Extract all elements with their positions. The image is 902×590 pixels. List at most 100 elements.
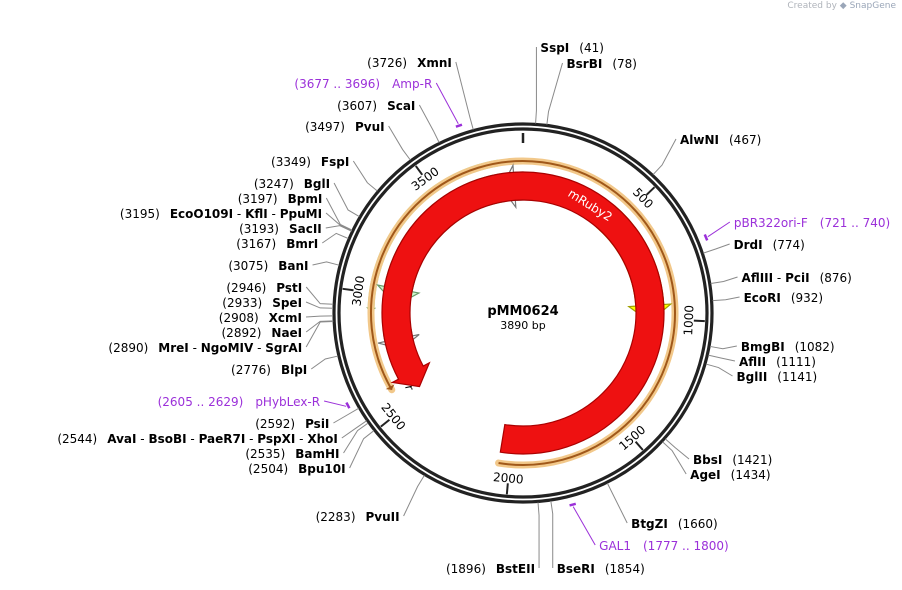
primer-phyblex-r[interactable]: (2605 .. 2629)pHybLex-R (158, 395, 351, 409)
site-coordinate: (3607) (337, 99, 377, 113)
site-label[interactable]: (2504)Bpu10I (248, 462, 345, 476)
site-pvuii[interactable]: (2283)PvuII (316, 475, 425, 524)
site-agei[interactable]: AgeI(1434) (662, 441, 771, 482)
site-spei[interactable]: (2933)SpeI (222, 296, 334, 310)
site-label[interactable]: (3726)XmnI (367, 56, 452, 70)
site-bani[interactable]: (3075)BanI (228, 259, 340, 273)
site-label[interactable]: BsrBI(78) (567, 57, 637, 71)
site-psti[interactable]: (2946)PstI (226, 281, 334, 305)
site-fspi[interactable]: (3349)FspI (271, 155, 378, 192)
site-label[interactable]: BglII(1141) (737, 370, 818, 384)
feature-mruby2-arrow[interactable] (381, 171, 665, 455)
plasmid-length: 3890 bp (500, 319, 545, 332)
site-bpmi[interactable]: (3197)BpmI (238, 192, 353, 231)
site-bseri[interactable]: BseRI(1854) (550, 500, 645, 576)
site-bmgbi[interactable]: BmgBI(1082) (709, 340, 835, 354)
primer-gal1[interactable]: GAL1(1777 .. 1800) (569, 502, 729, 553)
site-bamhi[interactable]: (2535)BamHI (245, 422, 369, 461)
site-avai[interactable]: (2544)AvaI - BsoBI - PaeR7I - PspXI - Xh… (57, 420, 367, 446)
site-label[interactable]: EcoRI(932) (744, 291, 824, 305)
site-bpu10i[interactable]: (2504)Bpu10I (248, 430, 375, 476)
site-label[interactable]: (3195)EcoO109I - KflI - PpuMI (120, 207, 322, 221)
mruby2-orf-arrowhead (385, 384, 395, 390)
site-mrei[interactable]: (2890)MreI - NgoMIV - SgrAI (108, 320, 334, 355)
site-bmri[interactable]: (3167)BmrI (236, 232, 349, 251)
site-label[interactable]: (2535)BamHI (245, 447, 339, 461)
site-coordinate: (3193) (239, 222, 279, 236)
primer-label[interactable]: (2605 .. 2629)pHybLex-R (158, 395, 320, 409)
site-sspi[interactable]: SspI(41) (535, 41, 604, 124)
site-bsteii[interactable]: (1896)BstEII (446, 502, 540, 576)
site-label[interactable]: (3607) ScaI (337, 99, 415, 113)
enzyme-name: PsiI (305, 417, 329, 431)
enzyme-name: AflII (739, 355, 766, 369)
site-label[interactable]: (2890)MreI - NgoMIV - SgrAI (108, 341, 302, 355)
site-label[interactable]: AflIII - PciI(876) (742, 271, 852, 285)
site-label[interactable]: (3349)FspI (271, 155, 349, 169)
site-ecori[interactable]: EcoRI(932) (712, 291, 824, 305)
site-label[interactable]: (3167)BmrI (236, 237, 318, 251)
site-xcmi[interactable]: (2908)XcmI (219, 311, 334, 325)
site-coordinate: (1111) (776, 355, 816, 369)
site-scai[interactable]: (3607) ScaI (337, 99, 440, 143)
site-label[interactable]: DrdI(774) (734, 238, 805, 252)
site-naei[interactable]: (2892)NaeI (222, 320, 334, 340)
site-bbsi[interactable]: BbsI(1421) (664, 438, 772, 467)
primer-label[interactable]: GAL1(1777 .. 1800) (599, 539, 729, 553)
primer-coordinate: (721 .. 740) (820, 216, 890, 230)
primer-amp-r[interactable]: (3677 .. 3696)Amp-R (294, 77, 463, 128)
site-leader-line (535, 47, 537, 124)
site-drdi[interactable]: DrdI(774) (703, 238, 805, 254)
site-label[interactable]: (2776)BlpI (231, 363, 307, 377)
primer-name: pBR322ori-F (734, 216, 808, 230)
site-separator: - (773, 271, 785, 285)
site-label[interactable]: (3075)BanI (228, 259, 308, 273)
tick-mark-2000 (505, 483, 509, 495)
site-label[interactable]: AgeI(1434) (690, 468, 770, 482)
site-label[interactable]: (1896)BstEII (446, 562, 535, 576)
site-aflii[interactable]: AflII (1111) (708, 354, 816, 369)
site-label[interactable]: (3247)BglI (254, 177, 330, 191)
site-label[interactable]: BbsI(1421) (693, 453, 772, 467)
site-ecoo109i[interactable]: (3195)EcoO109I - KflI - PpuMI (120, 207, 352, 232)
enzyme-name: XhoI (307, 432, 338, 446)
primer-pbr322ori-f[interactable]: pBR322ori-F (721 .. 740) (703, 216, 890, 241)
site-afliii[interactable]: AflIII - PciI(876) (710, 271, 852, 285)
site-label[interactable]: AflII (1111) (739, 355, 816, 369)
site-bglii[interactable]: BglII(1141) (705, 363, 818, 384)
site-btgzi[interactable]: BtgZI(1660) (606, 482, 718, 531)
site-label[interactable]: (2908)XcmI (219, 311, 302, 325)
site-label[interactable]: (3193)SacII (239, 222, 322, 236)
site-pvui[interactable]: (3497)PvuI (305, 120, 411, 161)
site-label[interactable]: BmgBI(1082) (741, 340, 835, 354)
site-label[interactable]: (3197)BpmI (238, 192, 323, 206)
site-psii[interactable]: (2592)PsiI (255, 407, 359, 431)
site-label[interactable]: BtgZI(1660) (631, 517, 718, 531)
enzyme-name: SpeI (272, 296, 302, 310)
tick-label-3000: 3000 (350, 275, 368, 307)
site-coordinate: (3197) (238, 192, 278, 206)
site-coordinate: (1434) (731, 468, 771, 482)
site-bgli[interactable]: (3247)BglI (254, 177, 360, 218)
tick-mark-3000 (342, 287, 354, 292)
site-label[interactable]: SspI(41) (540, 41, 603, 55)
site-label[interactable]: (2544)AvaI - BsoBI - PaeR7I - PspXI - Xh… (57, 432, 338, 446)
site-alwni[interactable]: AlwNI(467) (652, 133, 761, 175)
site-label[interactable]: (2892)NaeI (222, 326, 303, 340)
site-label[interactable]: BseRI(1854) (557, 562, 645, 576)
enzyme-name: ScaI (387, 99, 415, 113)
site-leader-line (333, 182, 360, 218)
site-coordinate: (2283) (316, 510, 356, 524)
site-label[interactable]: (2592)PsiI (255, 417, 329, 431)
primer-label[interactable]: pBR322ori-F (721 .. 740) (734, 216, 890, 230)
site-blpi[interactable]: (2776)BlpI (231, 355, 339, 377)
site-label[interactable]: (2283)PvuII (316, 510, 400, 524)
site-label[interactable]: (2946)PstI (226, 281, 302, 295)
site-label[interactable]: (2933)SpeI (222, 296, 302, 310)
site-sacii[interactable]: (3193)SacII (239, 222, 352, 236)
site-xmni[interactable]: (3726)XmnI (367, 56, 474, 130)
site-bsrbi[interactable]: BsrBI(78) (546, 57, 637, 125)
site-label[interactable]: AlwNI(467) (680, 133, 761, 147)
primer-label[interactable]: (3677 .. 3696)Amp-R (294, 77, 432, 91)
site-label[interactable]: (3497)PvuI (305, 120, 385, 134)
